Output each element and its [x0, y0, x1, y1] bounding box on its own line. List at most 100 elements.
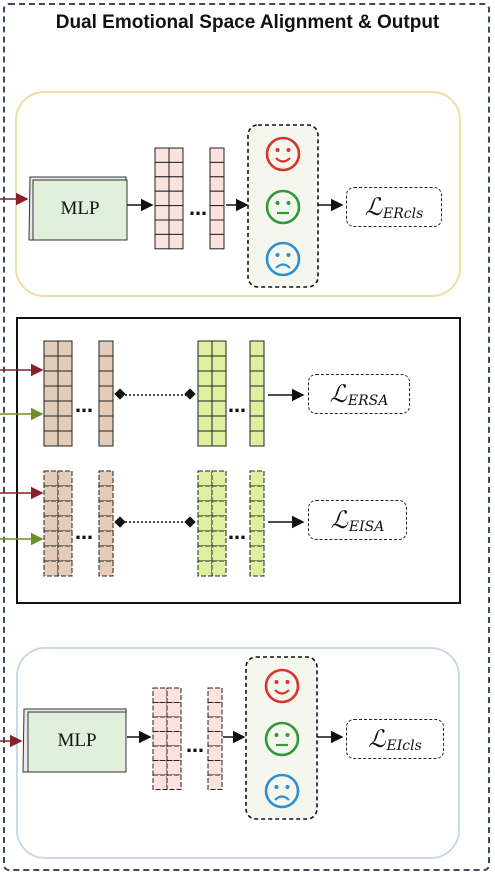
grid-cell	[43, 340, 59, 357]
grid-cell	[207, 760, 223, 776]
feature-grid-bottom-a	[152, 687, 182, 790]
grid-cell	[98, 370, 114, 387]
grid-cell	[57, 385, 73, 402]
grid-cell	[168, 219, 184, 235]
neutral-face-icon	[265, 189, 301, 225]
loss-subscript-ercls: ERcls	[383, 206, 424, 222]
grid-cell	[168, 233, 184, 250]
grid-cell	[197, 470, 213, 487]
grid-cell	[197, 530, 213, 547]
grid-cell	[154, 233, 170, 250]
grid-cell	[43, 560, 59, 577]
grid-cell	[197, 400, 213, 417]
grid-cell	[98, 500, 114, 517]
grid-cell	[166, 731, 182, 747]
grid-cell	[249, 355, 265, 372]
grid-cell	[166, 716, 182, 732]
grid-cell	[197, 545, 213, 562]
feature-grid-top-a	[154, 147, 184, 250]
grid-cell	[211, 415, 227, 432]
grid-cell	[207, 745, 223, 761]
grid-cell	[57, 415, 73, 432]
grid-cell	[207, 716, 223, 732]
grid-cell	[43, 415, 59, 432]
grid-cell	[43, 470, 59, 487]
ellipsis-eisa-left: …	[75, 523, 93, 544]
grid-cell	[211, 370, 227, 387]
grid-cell	[57, 560, 73, 577]
loss-subscript-eisa: EISA	[348, 519, 385, 535]
grid-cell	[43, 515, 59, 532]
grid-cell	[211, 385, 227, 402]
grid-cell	[43, 355, 59, 372]
grid-cell	[57, 340, 73, 357]
grid-cell	[209, 233, 225, 250]
grid-cell	[43, 370, 59, 387]
grid-cell	[197, 355, 213, 372]
grid-cell	[166, 774, 182, 790]
grid-cell	[98, 385, 114, 402]
grid-cell	[249, 485, 265, 502]
mlp-block-bottom	[22, 708, 127, 773]
grid-cell	[43, 485, 59, 502]
grid-cell	[209, 147, 225, 163]
grid-cell	[57, 400, 73, 417]
grid-cell	[98, 340, 114, 357]
grid-cell	[168, 161, 184, 178]
grid-cell	[211, 470, 227, 487]
grid-cell	[197, 485, 213, 502]
feature-grid-top-b	[209, 147, 225, 250]
grid-cell	[98, 560, 114, 577]
diagram-title: Dual Emotional Space Alignment & Output	[55, 12, 440, 33]
outer-dashed-frame	[3, 3, 490, 871]
grid-cell	[98, 415, 114, 432]
grid-cell	[43, 385, 59, 402]
grid-cell	[154, 161, 170, 178]
grid-cell	[209, 219, 225, 235]
grid-cell	[57, 370, 73, 387]
grid-cell	[168, 147, 184, 163]
grid-cell	[197, 370, 213, 387]
loss-subscript-eicls: EIcls	[386, 738, 422, 754]
grid-cell	[43, 430, 59, 447]
grid-cell	[98, 400, 114, 417]
grid-cell	[211, 400, 227, 417]
grid-cell	[249, 470, 265, 487]
ellipsis-eisa-right: …	[228, 523, 246, 544]
grid-cell	[152, 702, 168, 718]
grid-cell	[98, 515, 114, 532]
grid-cell	[249, 385, 265, 402]
grid-cell	[57, 515, 73, 532]
grid-cell	[197, 560, 213, 577]
grid-cell	[211, 355, 227, 372]
grid-cell	[249, 515, 265, 532]
grid-cell	[197, 515, 213, 532]
emotion-box-top	[247, 124, 319, 288]
grid-cell	[98, 545, 114, 562]
grid-cell	[168, 190, 184, 207]
grid-cell	[166, 760, 182, 776]
grid-cell	[207, 774, 223, 790]
grid-cell	[197, 385, 213, 402]
grid-cell	[209, 176, 225, 192]
grid-cell	[43, 500, 59, 517]
ellipsis-ersa-right: …	[228, 396, 246, 417]
diamond-ersa-right	[184, 388, 196, 400]
ellipsis-ersa-left: …	[75, 396, 93, 417]
grid-cell	[98, 430, 114, 447]
grid-cell	[197, 340, 213, 357]
grid-cell	[207, 731, 223, 747]
grid-cell	[154, 176, 170, 192]
grid-cell	[249, 340, 265, 357]
grid-cell	[98, 470, 114, 487]
grid-cell	[211, 340, 227, 357]
grid-cell	[152, 687, 168, 703]
grid-cell	[57, 355, 73, 372]
grid-cell	[154, 219, 170, 235]
diamond-eisa-right	[184, 516, 196, 528]
grid-cell	[154, 190, 170, 207]
loss-symbol: ℒ	[329, 380, 347, 408]
grid-cell	[207, 702, 223, 718]
